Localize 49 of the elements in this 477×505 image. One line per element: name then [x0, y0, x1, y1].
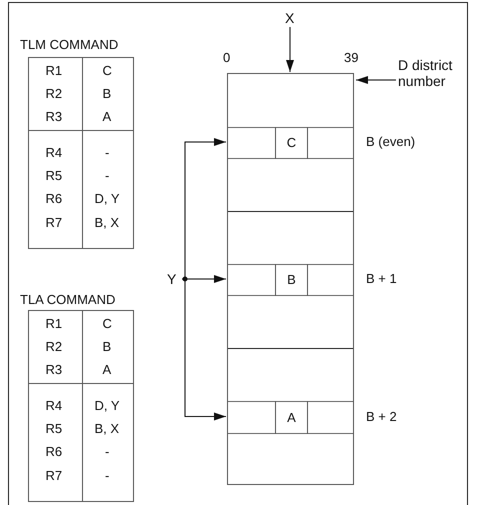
register-name: R5 — [46, 168, 62, 184]
register-name: R4 — [46, 398, 62, 414]
register-value: B, X — [94, 421, 120, 437]
signal-label: D district number — [398, 57, 470, 89]
register-value: B — [102, 339, 112, 355]
row-address: B + 1 — [366, 271, 397, 287]
memory-row — [228, 264, 353, 296]
memory-row — [228, 401, 353, 434]
table-heading: TLM COMMAND — [20, 37, 118, 53]
register-value: A — [102, 362, 112, 378]
signal-label: Y — [167, 271, 176, 287]
register-name: R5 — [46, 421, 62, 437]
register-name: R3 — [46, 362, 62, 378]
register-name: R3 — [46, 109, 62, 125]
register-name: R4 — [46, 145, 62, 161]
register-value: - — [105, 468, 110, 484]
register-name: R2 — [46, 339, 62, 355]
register-value: A — [102, 109, 112, 125]
arrow — [182, 138, 226, 280]
register-value: C — [102, 316, 112, 332]
register-value: B, X — [94, 215, 120, 231]
memory-cell: C — [275, 127, 308, 159]
register-value: - — [105, 444, 110, 460]
signal-label: X — [285, 10, 294, 26]
register-value: - — [105, 168, 110, 184]
register-name: R1 — [46, 63, 62, 79]
register-name: R7 — [46, 468, 62, 484]
register-name: R1 — [46, 316, 62, 332]
register-value: D, Y — [94, 398, 120, 414]
memory-block — [227, 73, 354, 485]
memory-cell: B — [275, 264, 308, 296]
memory-cell: A — [275, 401, 308, 434]
register-value: B — [102, 86, 112, 102]
register-name: R6 — [46, 191, 62, 207]
column-number: 0 — [223, 50, 230, 66]
column-number: 39 — [344, 50, 358, 66]
row-address: B (even) — [366, 134, 416, 150]
register-value: - — [105, 145, 110, 161]
arrow — [286, 26, 294, 72]
table-heading: TLA COMMAND — [20, 292, 116, 308]
register-value: D, Y — [94, 191, 120, 207]
register-value: C — [102, 63, 112, 79]
register-name: R6 — [46, 444, 62, 460]
register-name: R7 — [46, 215, 62, 231]
register-name: R2 — [46, 86, 62, 102]
row-address: B + 2 — [366, 408, 397, 424]
memory-row — [228, 127, 353, 159]
arrow — [356, 76, 396, 84]
arrow — [182, 278, 226, 420]
